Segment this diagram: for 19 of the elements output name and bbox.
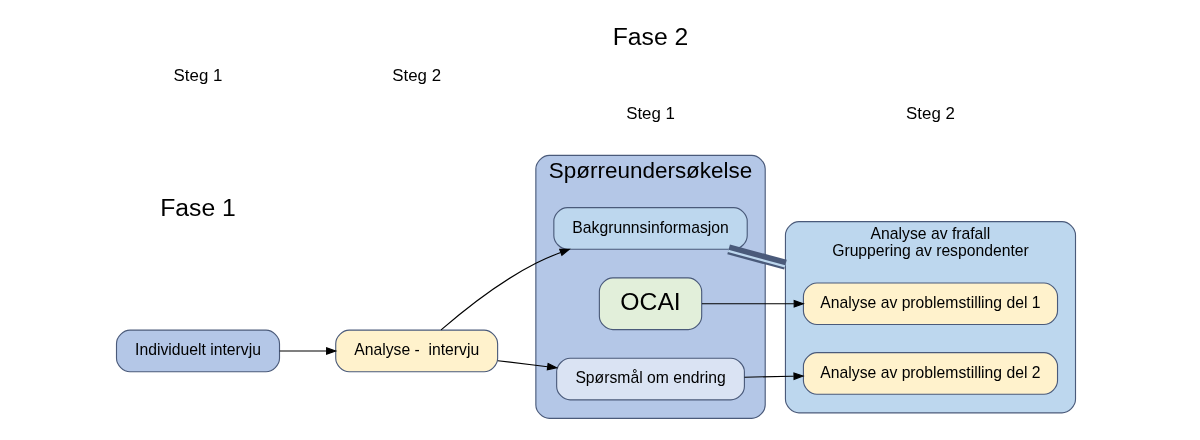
node-box: OCAI (598, 277, 702, 331)
label: Steg 2 (391, 65, 441, 85)
label: Fase 1 (159, 193, 236, 221)
label: Steg 1 (173, 65, 222, 85)
label: Fase 2 (612, 22, 688, 50)
node-box: Individuelt intervju (115, 329, 280, 373)
arrow (278, 347, 337, 355)
node-box: Analyse - intervju (334, 329, 498, 373)
arrow (700, 299, 805, 308)
label: Steg 1 (625, 103, 675, 123)
label: Steg 2 (905, 103, 955, 123)
node-box: Analyse av problemstilling del 1 (802, 282, 1058, 326)
connector (726, 244, 787, 270)
node-box: Bakgrunnsinformasjon (552, 207, 748, 250)
node-box: Spørsmål om endring (555, 357, 745, 401)
arrow (743, 372, 805, 381)
arrow (440, 248, 571, 331)
arrow (496, 360, 558, 371)
node-box: Analyse av problemstilling del 2 (802, 352, 1058, 395)
